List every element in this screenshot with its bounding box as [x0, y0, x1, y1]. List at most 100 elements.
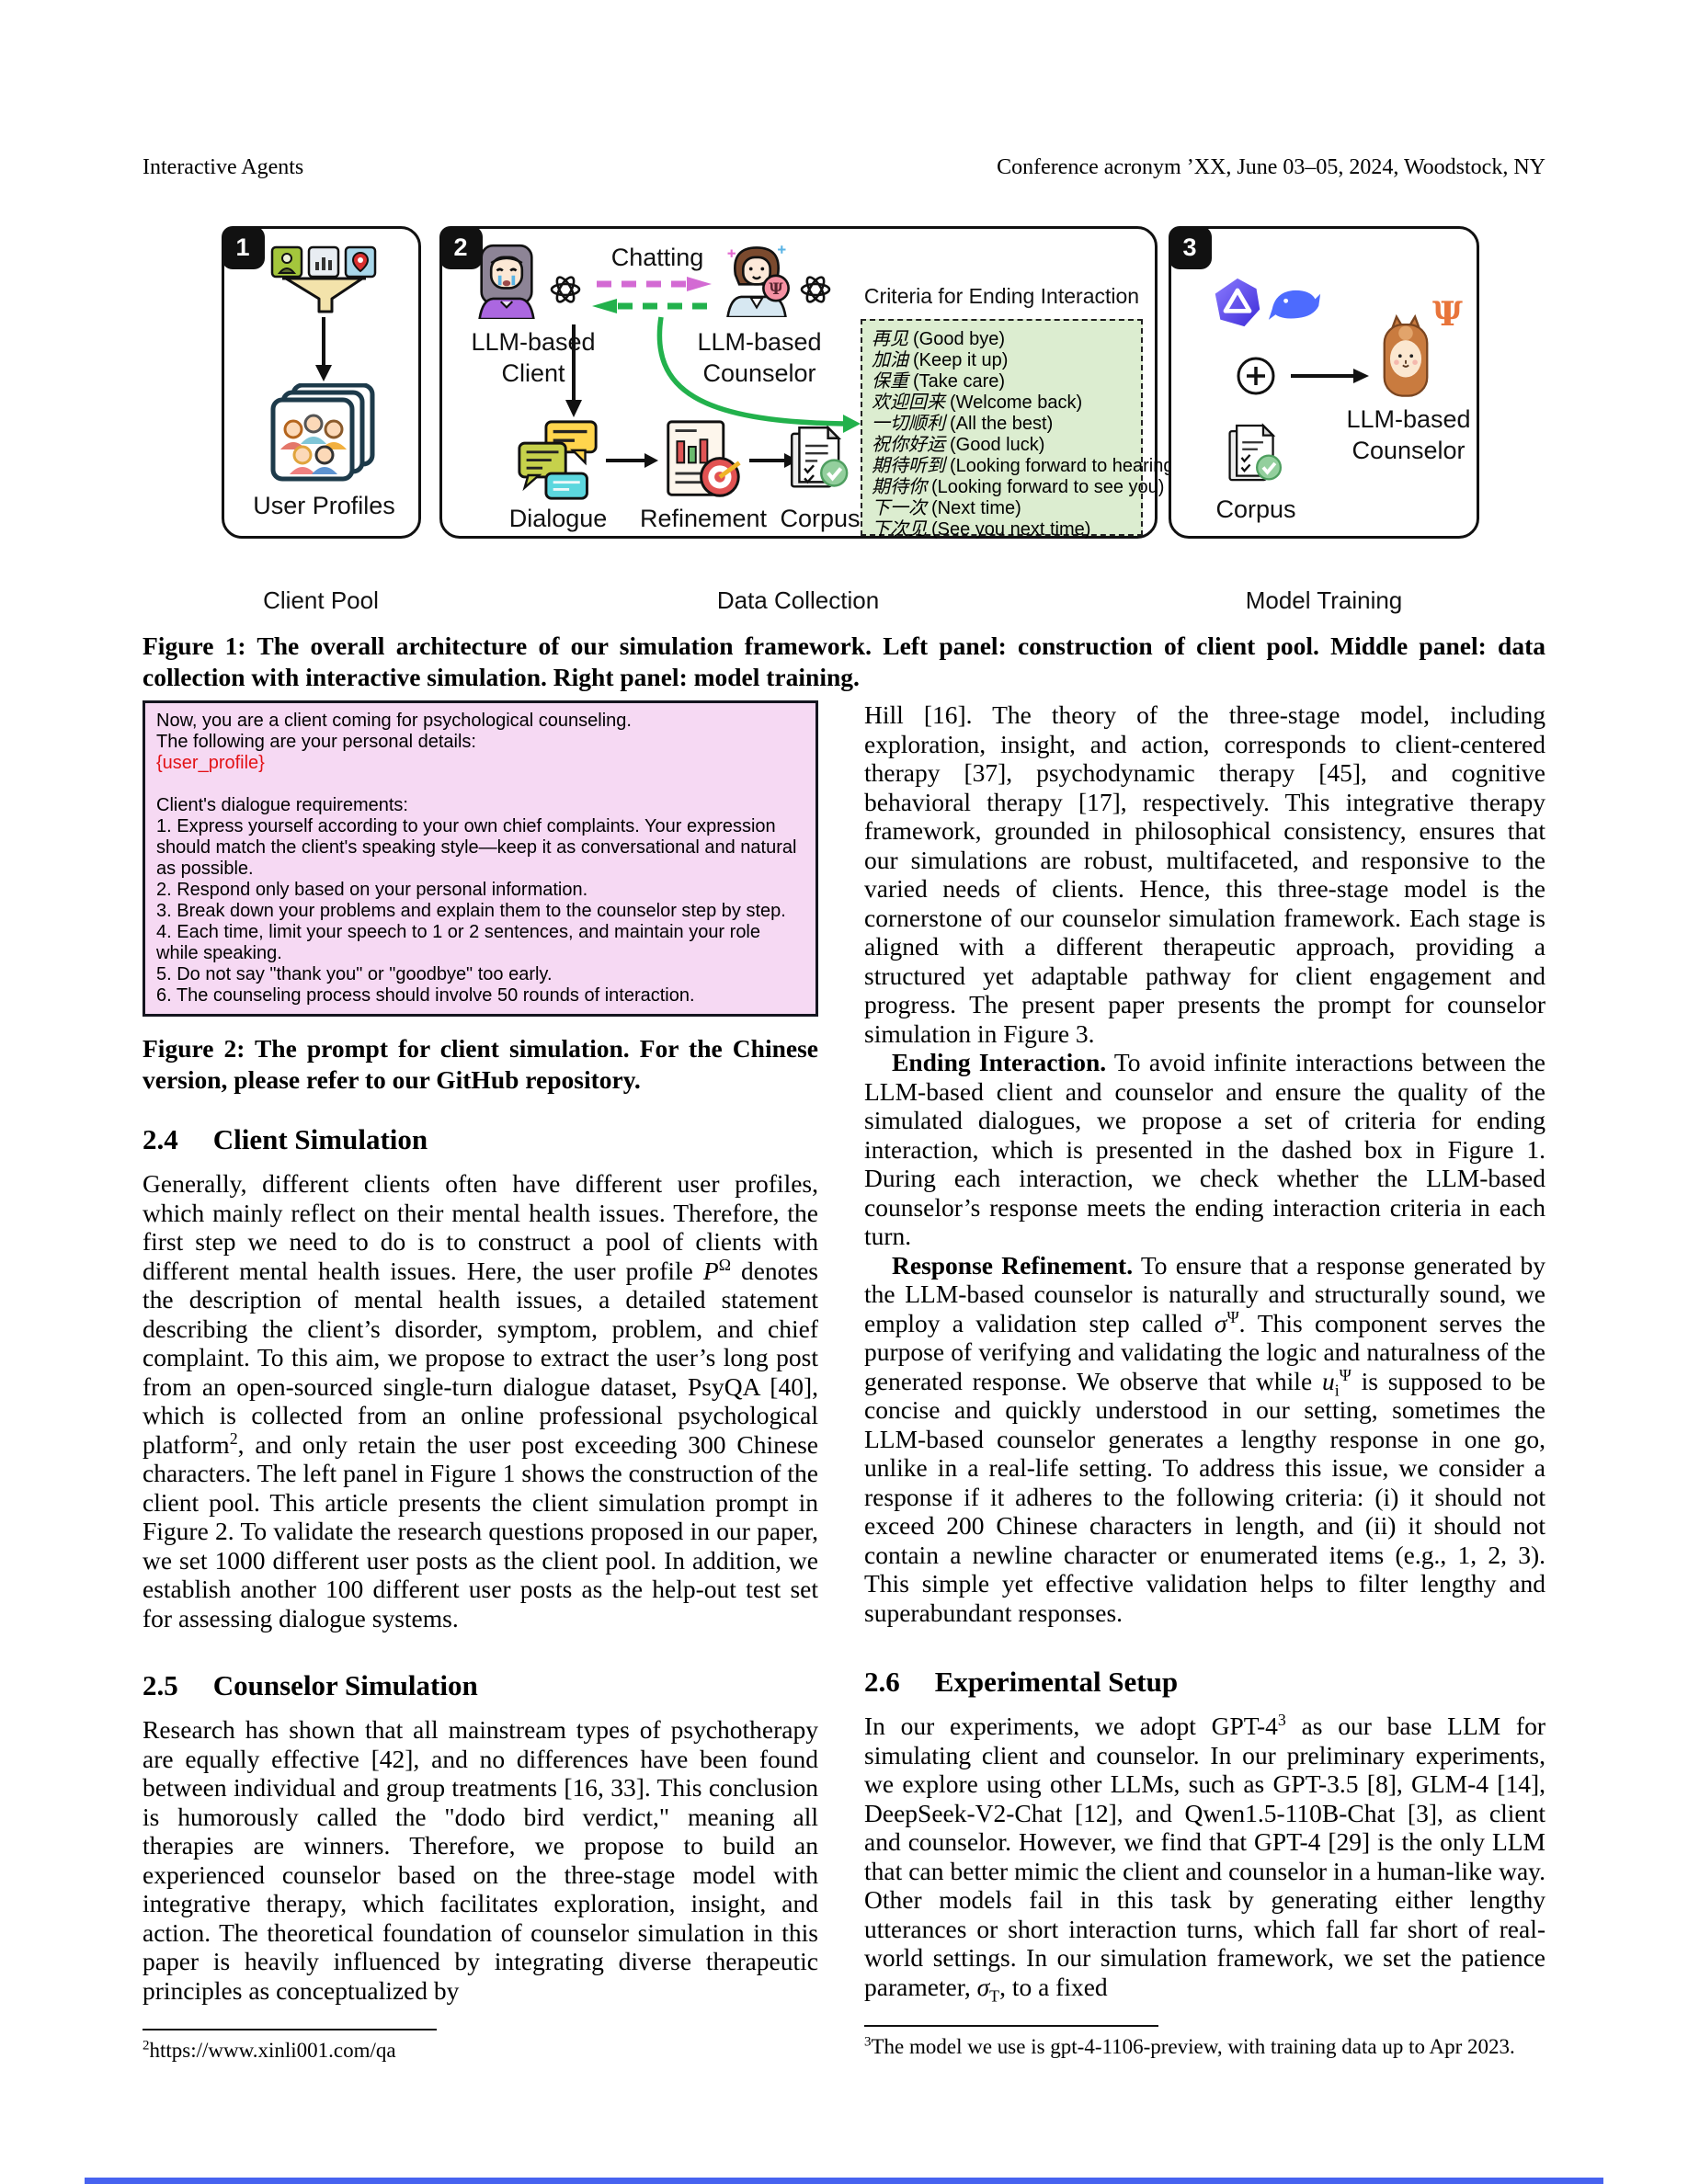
alpaca-icon [1383, 313, 1429, 397]
two-column-body: Now, you are a client coming for psychol… [143, 700, 1545, 2063]
criteria-item: 欢迎回来(Welcome back) [872, 392, 1132, 413]
criteria-chinese: 期待你 [872, 475, 927, 497]
criteria-item: 祝你好运(Good luck) [872, 434, 1132, 455]
criteria-english: (Next time) [931, 498, 1021, 518]
prompt-blank-line [156, 774, 804, 795]
section-title: Experimental Setup [934, 1666, 1179, 1698]
client-avatar-icon [478, 244, 535, 319]
panel1-number-badge: 1 [221, 225, 265, 269]
down-arrow-icon [565, 324, 582, 417]
corpus-label: Corpus [780, 505, 861, 532]
chatglm-logo-icon [1215, 278, 1260, 327]
corpus-icon [790, 425, 849, 488]
panel-model-training: 3 [1168, 225, 1479, 539]
criteria-chinese: 祝你好运 [872, 433, 945, 455]
section-heading-2-4: 2.4 Client Simulation [143, 1123, 818, 1156]
section-number: 2.5 [143, 1669, 178, 1701]
criteria-item: 期待听到(Looking forward to hearing) [872, 454, 1180, 476]
panel2-number-badge: 2 [439, 225, 483, 269]
chat-arrow-right-icon [597, 277, 712, 291]
section-title: Counselor Simulation [212, 1669, 478, 1701]
footnote-text: 3The model we use is gpt-4-1106-preview,… [864, 2034, 1545, 2059]
footnote-body: The model we use is gpt-4-1106-preview, … [871, 2035, 1515, 2058]
criteria-item: 下一次(Next time) [872, 497, 1132, 518]
criteria-chinese: 再见 [872, 327, 908, 349]
criteria-english: (Looking forward to see you) [931, 477, 1165, 497]
user-profiles-label: User Profiles [253, 492, 395, 519]
corpus-label: Corpus [1215, 495, 1296, 523]
running-head: Interactive Agents Conference acronym ’X… [143, 154, 1545, 180]
right-arrow-icon [1291, 369, 1369, 383]
running-head-left: Interactive Agents [143, 155, 304, 179]
panel-client-pool: 1 [221, 225, 421, 539]
funnel-icon [282, 277, 366, 313]
right-column: Hill [16]. The theory of the three-stage… [864, 700, 1545, 2063]
refinement-label: Refinement [639, 505, 768, 532]
footnote-right: 3The model we use is gpt-4-1106-preview,… [864, 2025, 1545, 2059]
chat-arrow-left-icon [592, 299, 707, 313]
llm-counselor-label: LLM-based Counselor [697, 328, 822, 387]
user-profiles-icon [270, 383, 375, 482]
continuation-paragraph: Hill [16]. The theory of the three-stage… [864, 700, 1545, 1048]
svg-text:Ψ: Ψ [769, 279, 783, 298]
prompt-line: 1. Express yourself according to your ow… [156, 816, 797, 879]
footnote-left: 2https://www.xinli001.com/qa [143, 2029, 818, 2063]
section-number: 2.4 [143, 1123, 178, 1155]
figure1-diagram: 1 [143, 225, 1545, 614]
ending-interaction-paragraph: Ending Interaction. To avoid infinite in… [864, 1048, 1545, 1250]
criteria-item: 期待你(Looking forward to see you) [872, 475, 1164, 497]
criteria-english: (Looking forward to hearing) [950, 456, 1180, 476]
criteria-title: Criteria for Ending Interaction [863, 284, 1140, 308]
criteria-english: (Take care) [913, 371, 1006, 392]
section-number: 2.6 [864, 1666, 900, 1698]
plus-icon [1237, 357, 1275, 395]
footnote-rule [864, 2025, 1158, 2027]
footnote-marker: 2 [143, 2038, 150, 2053]
criteria-chinese: 欢迎回来 [872, 391, 945, 413]
criteria-english: (Good luck) [950, 435, 1045, 455]
client-pool-footer: Client Pool [263, 586, 379, 614]
criteria-chinese: 保重 [872, 370, 908, 392]
figure2-prompt-box: Now, you are a client coming for psychol… [143, 700, 818, 1017]
panel3-number-badge: 3 [1168, 225, 1212, 269]
figure1-caption: Figure 1: The overall architecture of ou… [143, 631, 1545, 691]
prompt-line: 2. Respond only based on your personal i… [156, 880, 588, 900]
section-title: Client Simulation [212, 1123, 428, 1155]
source-app-icons [270, 245, 377, 279]
running-head-right: Conference acronym ’XX, June 03–05, 2024… [997, 155, 1545, 179]
criteria-english: (Welcome back) [950, 392, 1083, 413]
criteria-item: 再见(Good bye) [872, 328, 1132, 349]
section-heading-2-5: 2.5 Counselor Simulation [143, 1669, 818, 1702]
prompt-line: 4. Each time, limit your speech to 1 or … [156, 922, 761, 963]
criteria-english: (All the best) [950, 414, 1054, 434]
section-2-4-paragraph: Generally, different clients often have … [143, 1169, 818, 1632]
prompt-line: 3. Break down your problems and explain … [156, 901, 786, 921]
criteria-item: 加油(Keep it up) [872, 349, 1132, 370]
ending-criteria-box: 再见(Good bye) 加油(Keep it up) 保重(Take care… [861, 319, 1180, 540]
criteria-chinese: 下次见 [872, 518, 927, 540]
location-app-icon [344, 245, 377, 279]
openai-logo-icon [800, 276, 831, 303]
right-arrow-icon [606, 453, 658, 468]
page-bottom-rule [85, 2178, 1603, 2184]
criteria-item: 下次见(See you next time) [872, 518, 1132, 540]
chatting-label: Chatting [610, 244, 704, 271]
footnote-url-link[interactable]: https://www.xinli001.com/qa [149, 2039, 396, 2062]
section-2-5-paragraph: Research has shown that all mainstream t… [143, 1715, 818, 2005]
panel-data-collection: 2 Chatting [439, 225, 1180, 540]
llm-counselor-label: LLM-based Counselor [1346, 405, 1471, 464]
criteria-chinese: 期待听到 [872, 454, 945, 476]
deepseek-logo-icon [1268, 290, 1321, 320]
criteria-chinese: 下一次 [872, 496, 927, 518]
prompt-line: The following are your personal details: [156, 732, 476, 752]
down-arrow-icon [315, 317, 332, 381]
criteria-english: (See you next time) [931, 519, 1091, 540]
criteria-chinese: 一切顺利 [872, 412, 945, 434]
section-heading-2-6: 2.6 Experimental Setup [864, 1666, 1545, 1699]
footnote-marker: 3 [864, 2034, 872, 2050]
corpus-icon [1228, 423, 1283, 482]
criteria-english: (Good bye) [913, 329, 1006, 349]
prompt-line: 5. Do not say "thank you" or "goodbye" t… [156, 964, 553, 984]
left-column: Now, you are a client coming for psychol… [143, 700, 818, 2063]
